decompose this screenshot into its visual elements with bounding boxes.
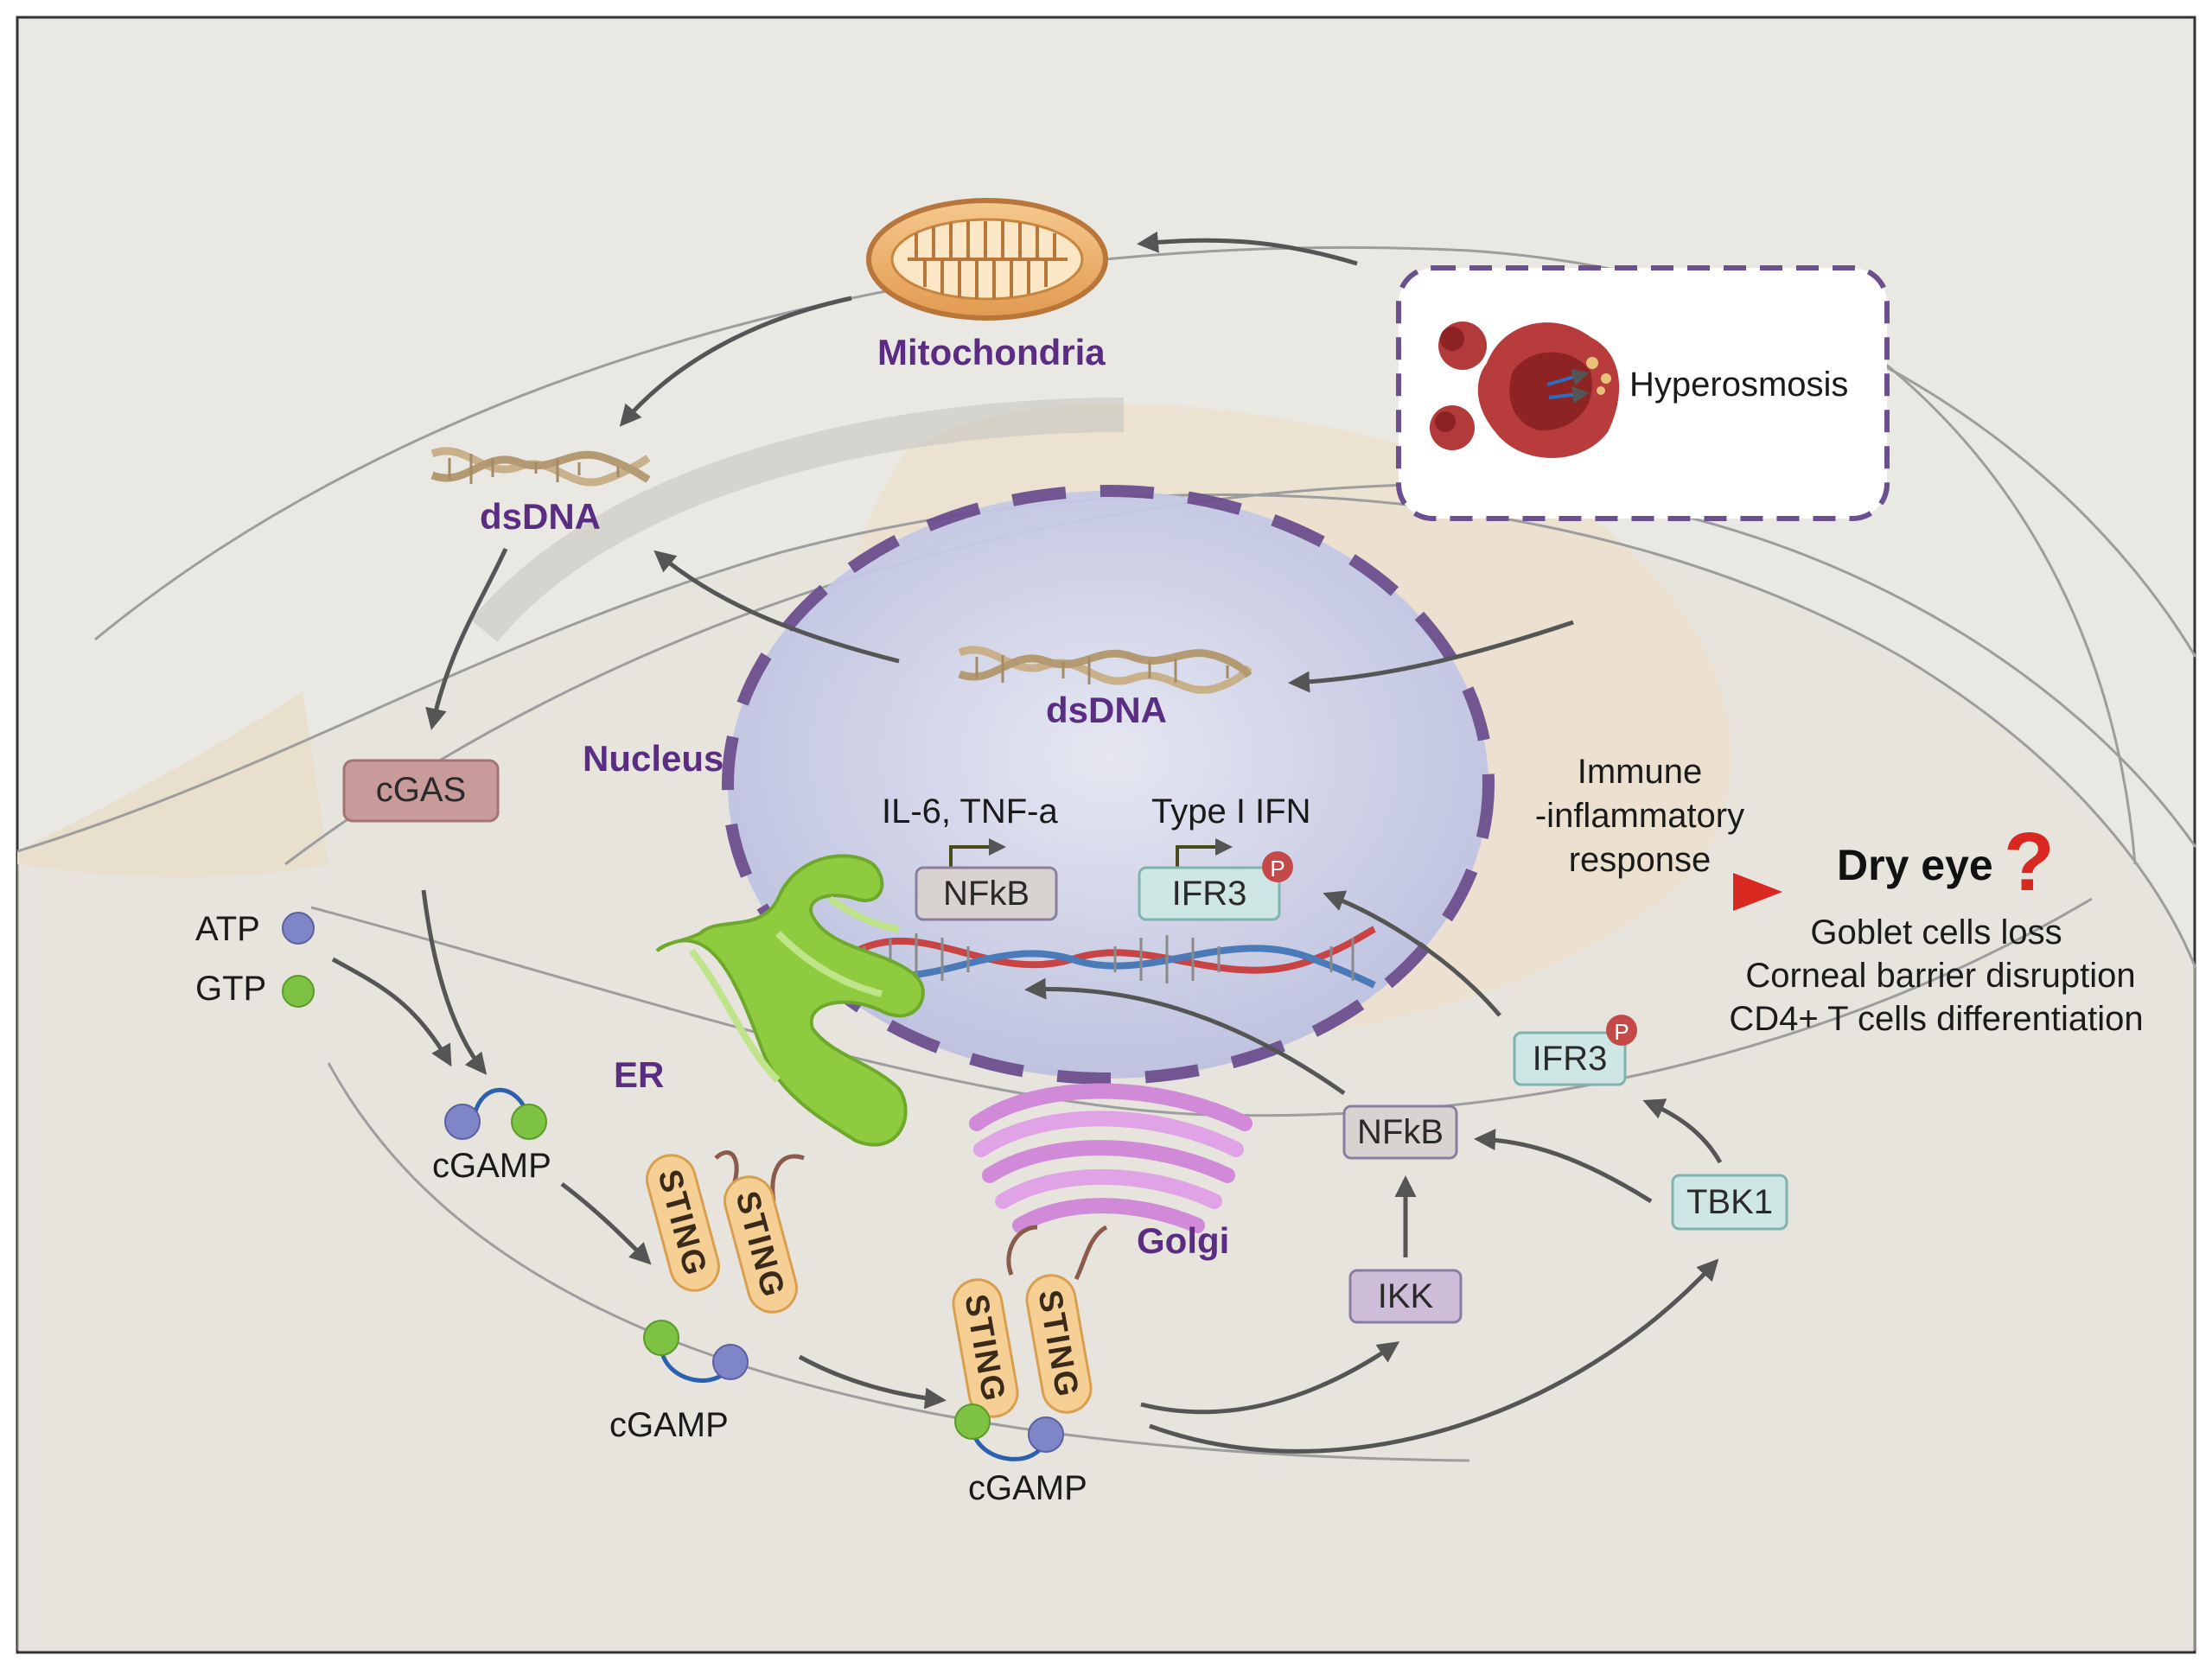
il6-tnf-label: IL-6, TNF-a: [882, 792, 1059, 831]
question-mark-icon: ?: [2004, 816, 2055, 908]
cgamp-to-sting-arrow: [560, 1182, 652, 1265]
outcome-goblet: Goblet cells loss: [1810, 913, 2062, 952]
sting-dimer-golgi: STING STING: [952, 1225, 1108, 1461]
ifr3-to-nucleus-arrow: [1323, 890, 1501, 1017]
immune-line-2: -inflammatory: [1535, 797, 1744, 835]
cgas-box: cGAS: [342, 759, 500, 823]
nfkb-nuclear-box: NFkB: [915, 866, 1058, 921]
mitochondria-icon: [866, 198, 1108, 321]
er-icon: [655, 854, 925, 1147]
sting-to-tbk1-arrow: [1149, 1258, 1719, 1454]
ifr3-nuclear-box: IFR3 P: [1138, 851, 1293, 921]
dry-eye-arrow-icon: [1482, 873, 1782, 911]
ifr3-nuclear-label: IFR3: [1172, 875, 1247, 913]
golgi-label: Golgi: [1137, 1220, 1229, 1261]
hyperosmosis-panel: Hyperosmosis: [1396, 265, 1890, 521]
hyperosmosis-to-mito-arrow: [1137, 231, 1358, 266]
nuclear-dsdna-to-cyto-arrow: [653, 550, 900, 664]
outcome-corneal: Corneal barrier disruption: [1745, 957, 2135, 995]
nuclear-dsdna-icon: [958, 646, 1253, 694]
immune-line-1: Immune: [1578, 753, 1703, 791]
dsdna-cytoplasm-label: dsDNA: [480, 496, 601, 537]
promoter-arrow-icon: [1176, 838, 1233, 869]
gtp-label: GTP: [195, 970, 266, 1008]
damaged-cells-icon: [1430, 321, 1620, 458]
type1-ifn-label: Type I IFN: [1151, 792, 1311, 831]
ikk-label: IKK: [1378, 1277, 1434, 1315]
mitochondria-label: Mitochondria: [877, 332, 1106, 372]
cgamp-label-2: cGAMP: [609, 1406, 729, 1444]
immune-line-3: response: [1569, 841, 1712, 879]
atp-gtp-to-cgamp-arrow: [331, 957, 452, 1067]
er-label: ER: [614, 1054, 664, 1095]
nfkb-cytoplasm-label: NFkB: [1357, 1113, 1444, 1151]
atp-label: ATP: [195, 910, 260, 948]
ifr3-cytoplasm-label: IFR3: [1533, 1040, 1608, 1078]
ifr3-cytoplasm-box: IFR3 P: [1513, 1015, 1637, 1086]
tbk1-box: TBK1: [1671, 1174, 1788, 1231]
mito-to-dsdna-arrow: [619, 296, 852, 427]
dsdna-helix-icon: [430, 447, 651, 487]
promoter-arrow-icon: [949, 838, 1006, 869]
nfkb-to-nucleus-arrow: [1024, 977, 1346, 1096]
hyperosmosis-label: Hyperosmosis: [1629, 366, 1848, 404]
dry-eye-title: Dry eye: [1837, 841, 1993, 889]
outcome-cd4: CD4+ T cells differentiation: [1729, 1000, 2143, 1038]
tbk1-to-ifr3-arrow: [1642, 1098, 1723, 1164]
nfkb-nuclear-label: NFkB: [943, 875, 1030, 913]
tbk1-to-nfkb-arrow: [1474, 1129, 1653, 1204]
gtp-ball-icon: [282, 975, 315, 1008]
phosphate-icon: [1606, 1015, 1637, 1046]
phosphate-icon: [1262, 851, 1293, 882]
golgi-icon: [969, 1083, 1253, 1233]
hyperosmosis-to-nuclear-dsdna-arrow: [1288, 620, 1574, 693]
cgamp-label-3: cGAMP: [968, 1469, 1087, 1507]
cgamp-molecule-icon: [444, 1087, 547, 1140]
sting-translocation-arrow: [798, 1354, 947, 1410]
nfkb-cytoplasm-box: NFkB: [1342, 1104, 1458, 1160]
tbk1-label: TBK1: [1686, 1183, 1773, 1221]
phosphate-label: P: [1270, 856, 1284, 882]
ikk-box: IKK: [1348, 1269, 1463, 1324]
dsdna-nucleus-label: dsDNA: [1046, 690, 1167, 730]
pathway-arrows: [331, 231, 1723, 1454]
cgamp-label-1: cGAMP: [432, 1147, 551, 1185]
nucleus-label: Nucleus: [583, 738, 724, 779]
cgas-label: cGAS: [376, 771, 466, 809]
dsdna-to-cgas-arrow: [425, 547, 508, 730]
phosphate-label: P: [1614, 1019, 1629, 1045]
cgas-to-cgamp-arrow: [421, 889, 488, 1075]
nucleus: [722, 485, 1495, 1085]
sting-to-ikk-arrow: [1140, 1341, 1400, 1415]
atp-ball-icon: [282, 912, 315, 945]
